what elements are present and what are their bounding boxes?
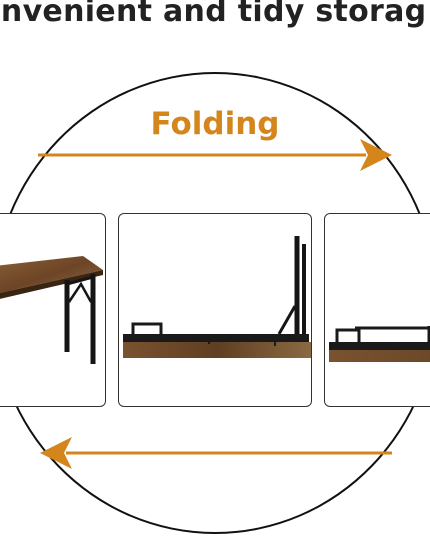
folded-desk-illustration [329, 326, 430, 362]
open-desk-panel [0, 213, 106, 407]
half-folded-desk-illustration [123, 236, 311, 358]
page-heading: onvenient and tidy storag [0, 0, 427, 29]
right-arrow-icon [38, 139, 392, 171]
open-desk-illustration [0, 256, 103, 364]
cycle-circle [0, 72, 430, 534]
folding-label: Folding [150, 106, 280, 142]
half-folded-desk-panel [118, 213, 312, 407]
left-arrow-icon [40, 437, 392, 469]
folded-desk-panel [324, 213, 430, 407]
